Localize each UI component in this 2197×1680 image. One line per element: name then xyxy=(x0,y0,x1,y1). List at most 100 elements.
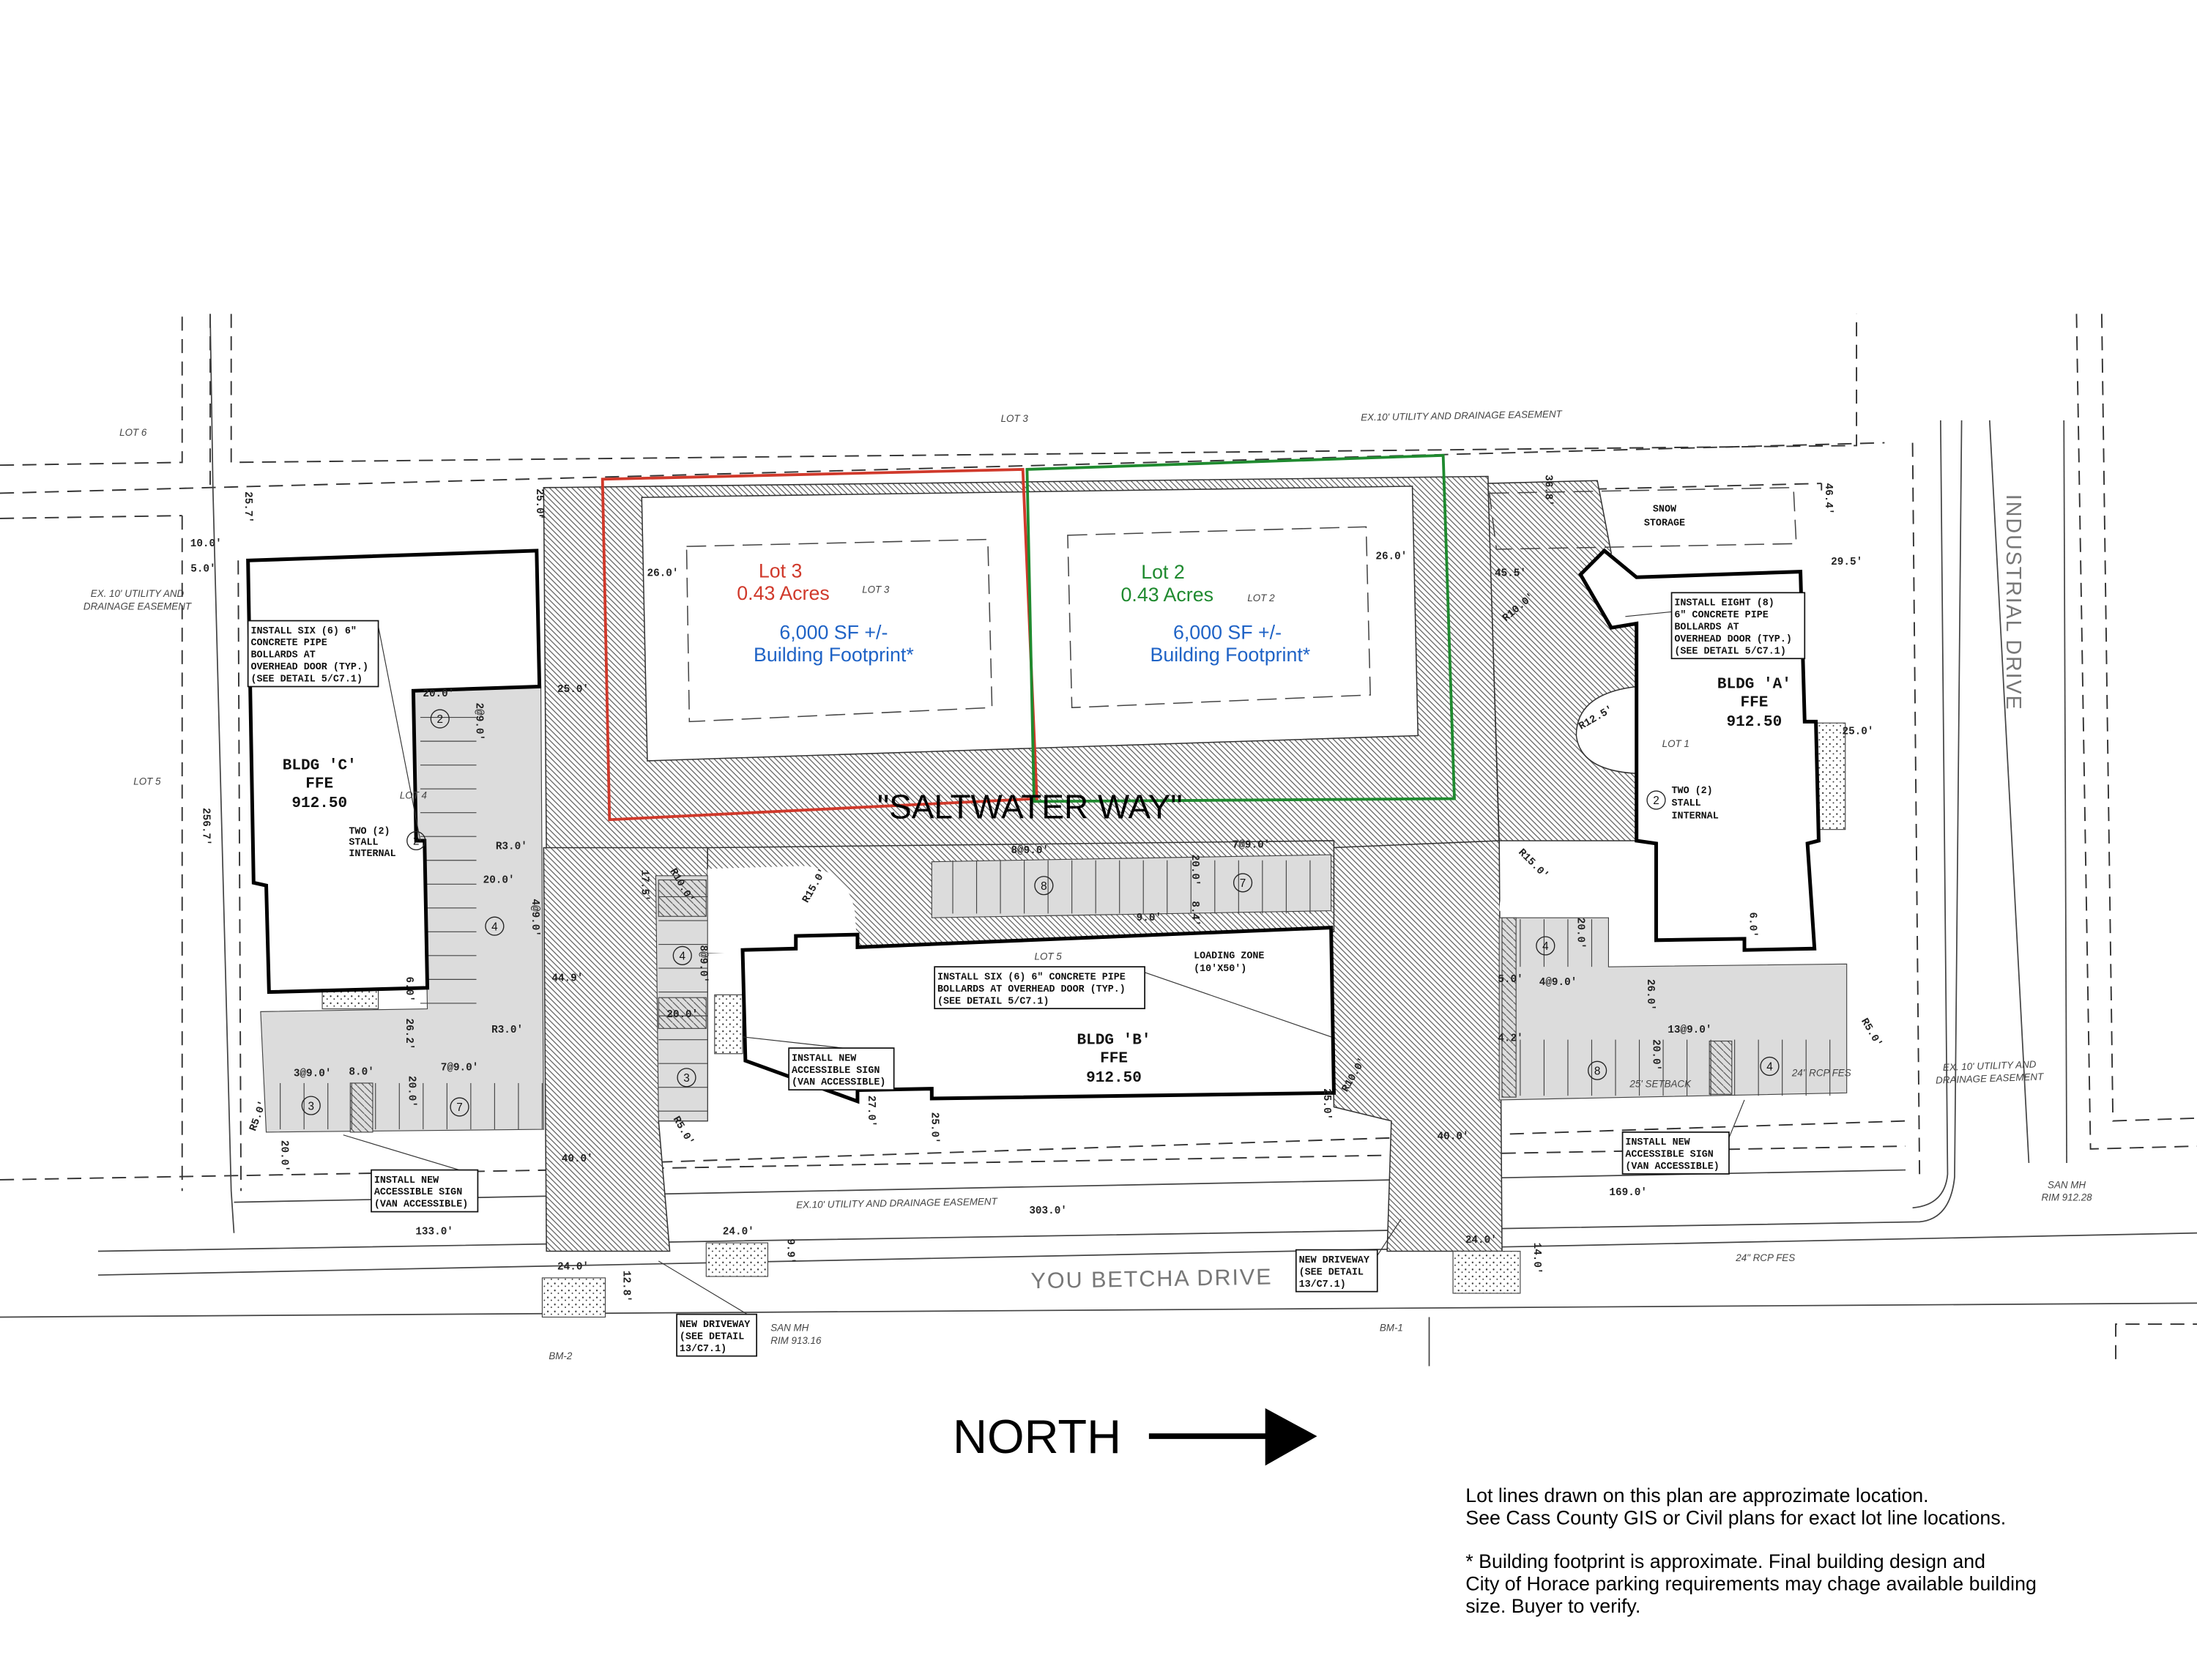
annotation-label: EX. 10' UTILITY AND xyxy=(91,588,185,599)
dimension-label: 26.0' xyxy=(1375,551,1407,562)
dimension-label: 9.0' xyxy=(1137,913,1161,924)
lot-pad-outlines xyxy=(685,487,1797,723)
stall-count-circle xyxy=(677,1068,696,1088)
callout-note-line: (SEE DETAIL 5/C7.1) xyxy=(937,996,1049,1007)
dimension-label: 24.0' xyxy=(557,1261,589,1273)
lot-2-boundary xyxy=(1025,453,1456,803)
annotation-label: 24" RCP FES xyxy=(1791,1067,1851,1078)
dimension-label: 25.7' xyxy=(242,491,253,523)
dimension-label: 8.4' xyxy=(1189,901,1200,926)
dimension-label: 303.0' xyxy=(1029,1205,1067,1217)
annotation-label: SNOW xyxy=(1653,504,1677,515)
annotation-label: STALL xyxy=(1672,798,1701,809)
callout-note-line: (VAN ACCESSIBLE) xyxy=(1625,1161,1719,1172)
annotation-label: (10'X50') xyxy=(1194,964,1246,975)
dimension-label: 169.0' xyxy=(1609,1187,1647,1199)
annotation-label: RIM 913.16 xyxy=(770,1335,822,1346)
north-label: NORTH xyxy=(953,1410,1121,1463)
disclaimer: Lot lines drawn on this plan are approzi… xyxy=(1465,1484,2037,1617)
building-a-ffe: FFE xyxy=(1740,694,1768,711)
stall-count: 4 xyxy=(1542,940,1549,953)
annotation-label: LOT 2 xyxy=(1247,592,1275,603)
dimension-label: 20.0' xyxy=(483,874,515,886)
annotation-label: STALL xyxy=(349,838,378,849)
annotation-label: BM-2 xyxy=(549,1350,573,1361)
dimension-label: 45.5' xyxy=(1495,568,1526,579)
dimension-label: 24.0' xyxy=(723,1227,754,1238)
stall-count-circle xyxy=(301,1096,321,1115)
lot-3-boundary xyxy=(601,467,1038,822)
dimension-label: 14.0' xyxy=(1531,1243,1542,1274)
lot-3-name: Lot 3 xyxy=(759,560,803,581)
dimension-label: 7@9.0' xyxy=(1233,840,1271,852)
building-c-ffe: FFE xyxy=(305,775,333,792)
lot-3-labels: Lot 3 0.43 Acres 6,000 SF +/- Building F… xyxy=(737,560,913,666)
annotation-label: EX. 10' UTILITY AND xyxy=(1943,1059,2037,1073)
stall-count: 4 xyxy=(1766,1061,1773,1074)
dimension-label: 256.7' xyxy=(199,808,211,846)
disclaimer-line: Lot lines drawn on this plan are approzi… xyxy=(1465,1484,1928,1506)
callout-note-line: 13/C7.1) xyxy=(680,1344,726,1355)
dimension-label: 13@9.0' xyxy=(1668,1025,1711,1036)
disclaimer-line: size. Buyer to verify. xyxy=(1465,1595,1640,1617)
dimension-label: 26.0' xyxy=(1644,979,1656,1011)
annotation-label: 24" RCP FES xyxy=(1735,1252,1795,1263)
dimension-label: R5.0' xyxy=(1858,1016,1884,1049)
annotation-label: INTERNAL xyxy=(1672,811,1719,822)
annotation-label: RIM 912.28 xyxy=(2041,1192,2092,1203)
stall-count: 2 xyxy=(437,713,444,726)
callout-note-line: ACCESSIBLE SIGN xyxy=(792,1066,880,1077)
building-labels: BLDG 'C' FFE 912.50 BLDG 'B' FFE 912.50 … xyxy=(283,675,1791,1087)
dimension-label: 7@9.0' xyxy=(441,1063,479,1074)
stall-count-circle xyxy=(406,830,426,851)
annotation-label: LOT 1 xyxy=(1662,738,1689,749)
callout-note-line: NEW DRIVEWAY xyxy=(680,1320,750,1331)
dimension-label: 26.2' xyxy=(403,1018,415,1049)
dimension-label: 8@9.0' xyxy=(1011,845,1049,857)
disclaimer-line: City of Horace parking requirements may … xyxy=(1465,1573,2037,1595)
annotation-label: TWO (2) xyxy=(349,826,390,837)
annotation-label: LOT 5 xyxy=(1035,951,1063,962)
callout-note-line: INSTALL SIX (6) 6" CONCRETE PIPE xyxy=(937,972,1126,983)
dimension-label: 4@9.0' xyxy=(1539,977,1577,989)
dimension-label: 9.9' xyxy=(784,1238,795,1263)
stall-count-circle xyxy=(485,916,505,936)
annotation-label: SAN MH xyxy=(2048,1179,2086,1190)
dimension-label: 27.0' xyxy=(865,1096,877,1127)
callout-note-line: BOLLARDS AT xyxy=(1674,622,1739,633)
callout-note-line: OVERHEAD DOOR (TYP.) xyxy=(1674,634,1792,645)
stall-count: 4 xyxy=(491,921,498,933)
building-a-elevation: 912.50 xyxy=(1727,713,1782,731)
dimension-label: 4@9.0' xyxy=(529,899,540,937)
building-b-ffe: FFE xyxy=(1100,1049,1128,1067)
building-c-name: BLDG 'C' xyxy=(283,757,357,774)
arrow-right-icon xyxy=(1148,1408,1317,1466)
dimension-label: 46.4' xyxy=(1822,483,1834,515)
stall-count: 3 xyxy=(683,1072,690,1085)
callout-note-line: BOLLARDS AT xyxy=(250,650,315,661)
callout-note-line: ACCESSIBLE SIGN xyxy=(1625,1150,1713,1161)
callout-note: INSTALL SIX (6) 6" CONCRETE PIPEBOLLARDS… xyxy=(934,966,1331,1038)
lot-3-footprint-label: Building Footprint* xyxy=(754,644,914,666)
callout-note-line: (SEE DETAIL xyxy=(680,1331,744,1342)
annotation-label: EX.10' UTILITY AND DRAINAGE EASEMENT xyxy=(796,1196,998,1211)
dimension-label: 20.0' xyxy=(406,1076,417,1107)
dimension-label: 6.0' xyxy=(403,977,415,1002)
callout-note-line: OVERHEAD DOOR (TYP.) xyxy=(250,662,368,673)
north-indicator: NORTH xyxy=(953,1408,1317,1466)
lot-boundaries xyxy=(601,453,1456,822)
industrial-drive-label: INDUSTRIAL DRIVE xyxy=(2001,494,2025,711)
callout-notes: INSTALL SIX (6) 6"CONCRETE PIPEBOLLARDS … xyxy=(247,592,1806,1357)
callout-note-line: NEW DRIVEWAY xyxy=(1299,1255,1369,1266)
callout-note: NEW DRIVEWAY(SEE DETAIL 13/C7.1) xyxy=(658,1260,758,1357)
dimension-label: 25.0' xyxy=(1320,1088,1332,1120)
callout-note-line: ACCESSIBLE SIGN xyxy=(374,1187,462,1198)
callout-note-line: BOLLARDS AT OVERHEAD DOOR (TYP.) xyxy=(937,984,1126,995)
dimension-label: 12.8' xyxy=(620,1271,631,1302)
callout-note-line: (SEE DETAIL 5/C7.1) xyxy=(1674,646,1785,657)
annotation-label: BM-1 xyxy=(1380,1323,1403,1334)
building-b-elevation: 912.50 xyxy=(1086,1069,1142,1087)
